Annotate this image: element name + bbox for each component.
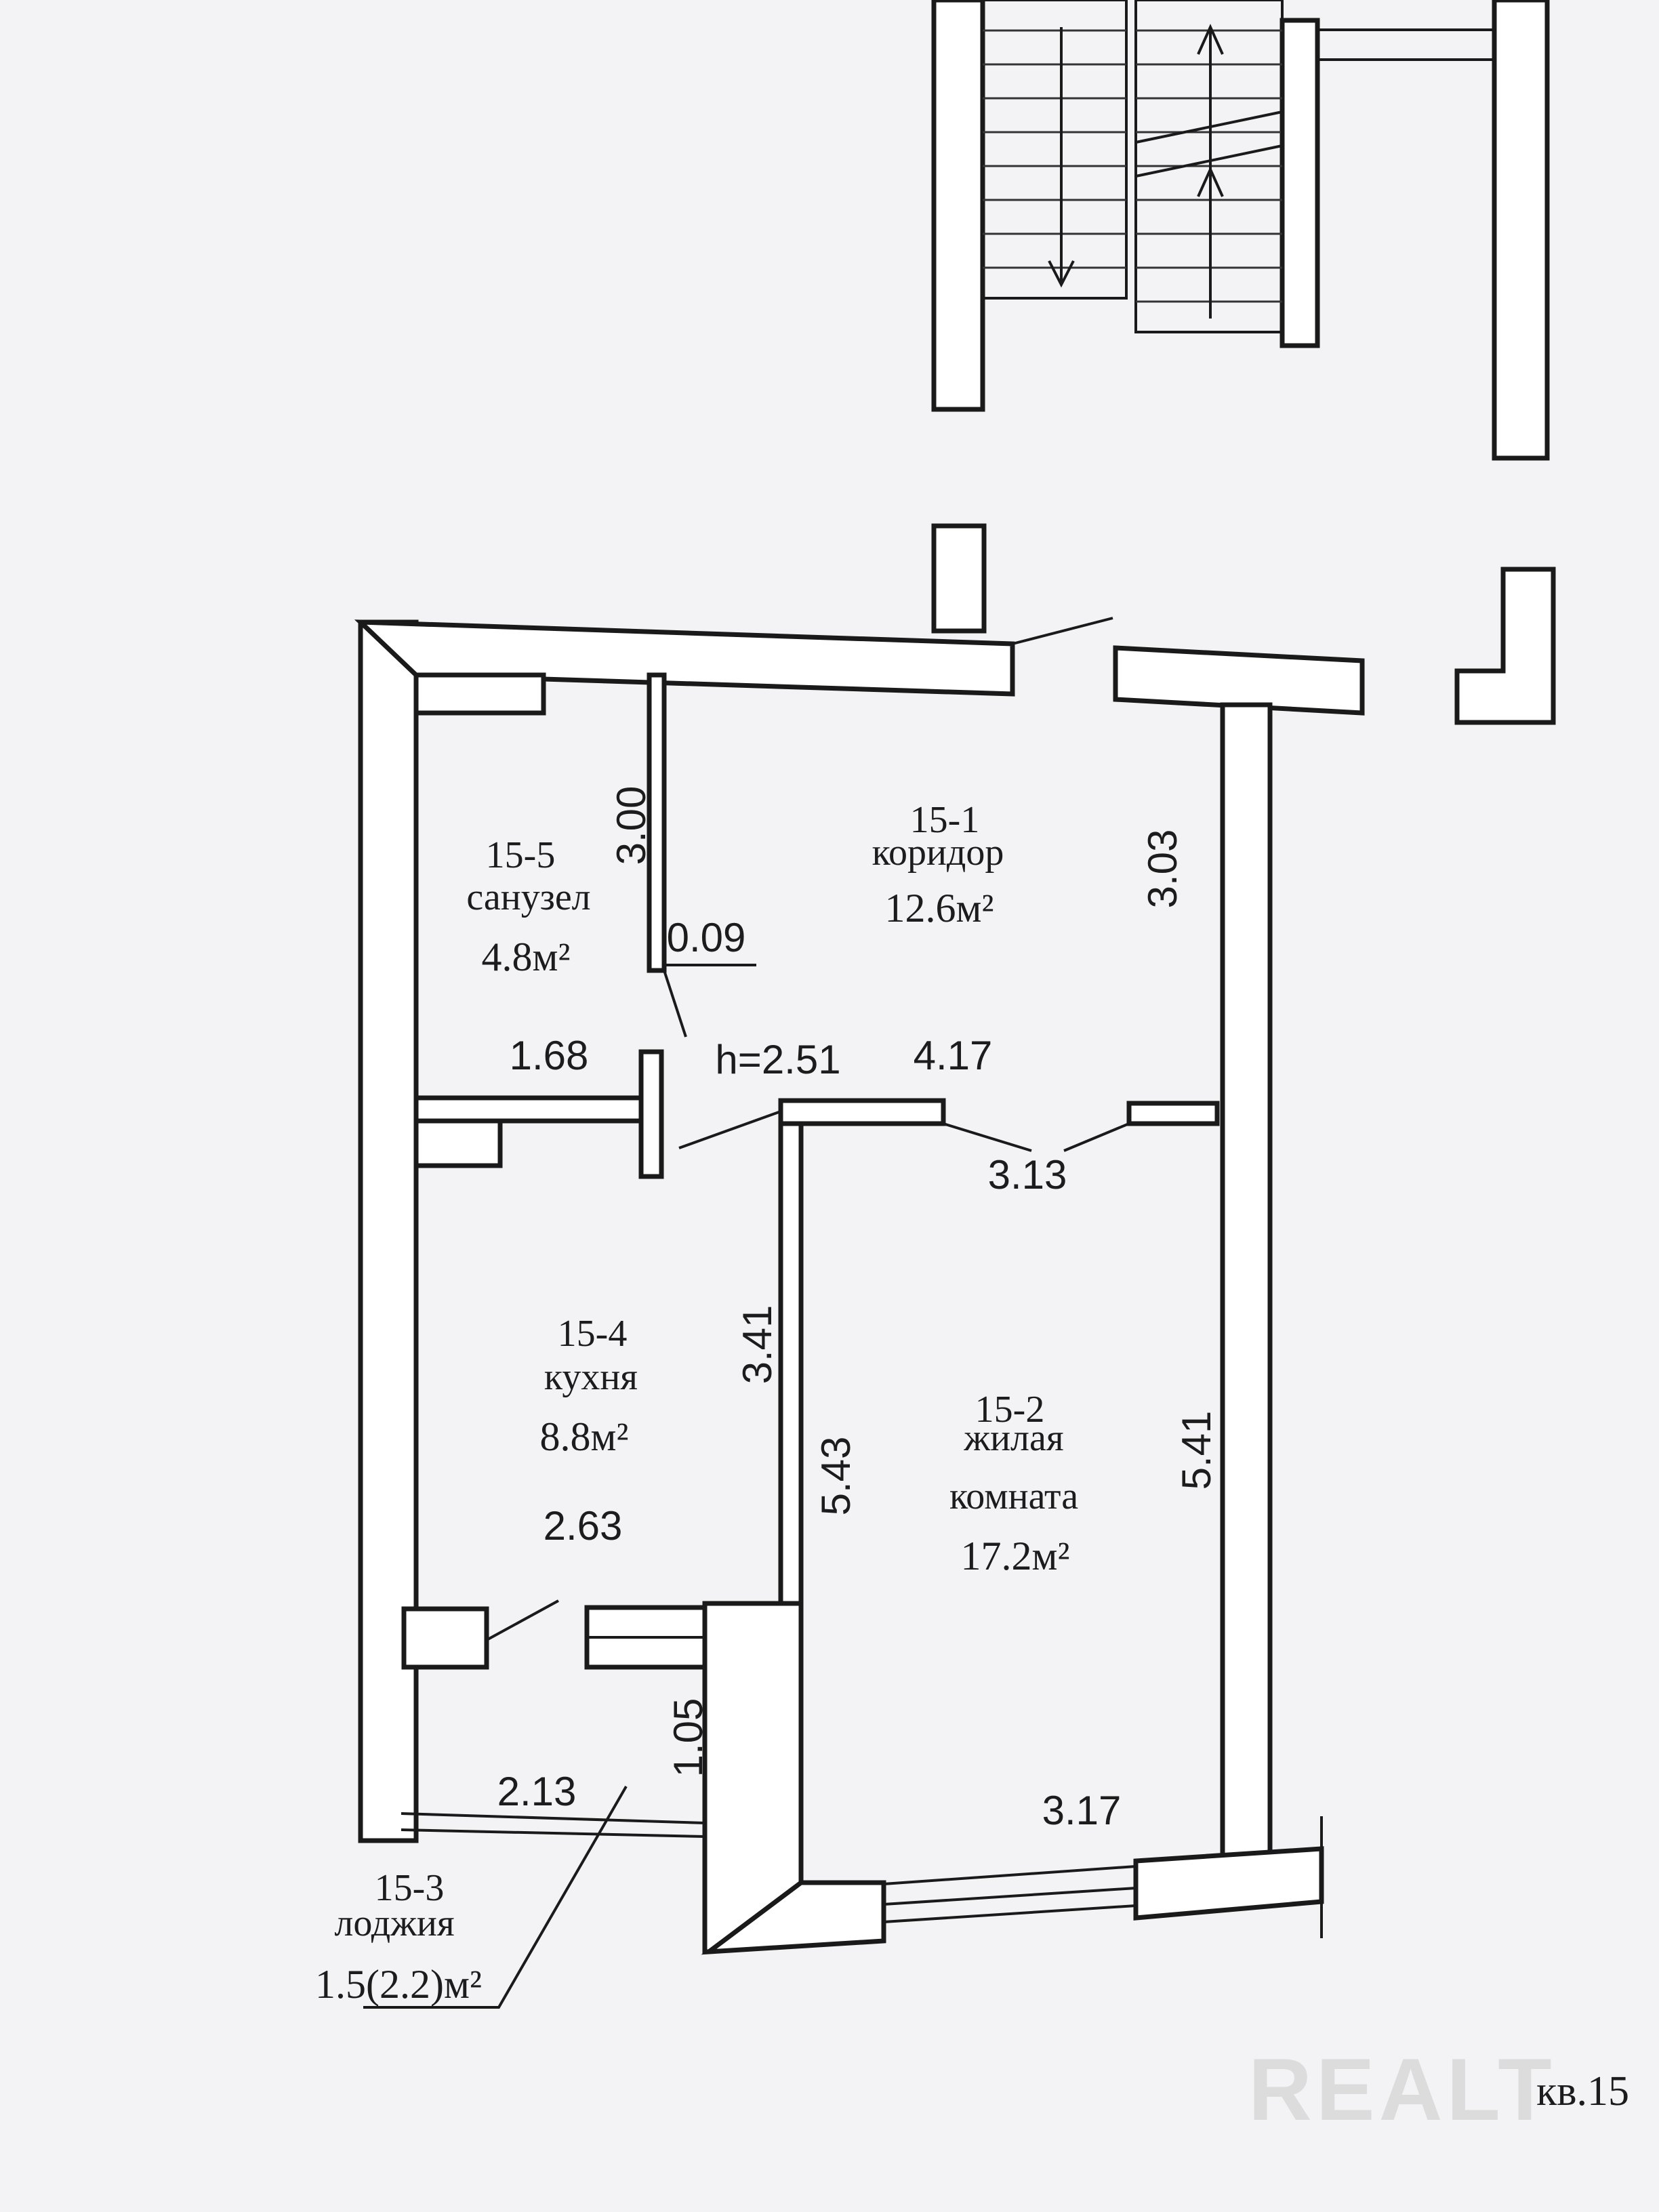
dim-2-13: 2.13 [497,1769,577,1814]
svg-text:15-5: 15-5 [486,834,556,876]
stair-arrow-down [1048,27,1075,288]
svg-text:1.5(2.2)м²: 1.5(2.2)м² [315,1962,482,2007]
dim-3-00: 3.00 [609,786,654,865]
bathroom-corridor-wall [647,672,667,973]
room-15-5: 15-5 санузел 4.8м² [466,834,590,979]
staircase [931,0,1550,461]
kitchen-niche [413,1118,503,1168]
stair-steps [983,29,1282,303]
svg-text:15-3: 15-3 [375,1867,445,1909]
dim-263-leader [486,1599,559,1641]
svg-text:жилая: жилая [963,1417,1063,1459]
corridor-room-wall-right [1126,1101,1220,1126]
svg-text:лоджия: лоджия [334,1902,454,1944]
svg-text:15-2: 15-2 [975,1389,1045,1431]
dim-3-03: 3.03 [1140,830,1185,909]
stair-wall-right [1492,0,1550,461]
dim-1-68: 1.68 [510,1033,589,1078]
entrance-door-swing [1012,617,1113,645]
dim-3-17: 3.17 [1042,1788,1122,1833]
svg-text:комната: комната [949,1475,1078,1517]
bathroom-kitchen-wall [413,1095,659,1124]
east-wall [1220,702,1273,1860]
stair-flight-down [981,0,1128,300]
dim-3-13: 3.13 [988,1152,1067,1197]
svg-text:4.8м²: 4.8м² [482,935,571,979]
room-door-swing-right [1063,1122,1130,1152]
dim-3-41: 3.41 [735,1305,780,1385]
loggia-window [401,1812,705,1838]
stair-wall-mid [1279,18,1320,348]
stair-break-band [1134,110,1284,178]
room-window [883,1865,1136,1923]
room-15-1: 15-1 коридор 12.6м² [872,799,1004,930]
apartment-number: кв.15 [1536,2068,1629,2114]
dim-5-41: 5.41 [1174,1411,1219,1490]
svg-text:15-4: 15-4 [558,1313,628,1355]
svg-text:17.2м²: 17.2м² [961,1534,1070,1578]
svg-text:12.6м²: 12.6м² [885,886,994,930]
room-15-4: 15-4 кухня 8.8м² [540,1313,638,1459]
svg-text:санузел: санузел [466,876,590,918]
dim-4-17: 4.17 [914,1033,993,1078]
svg-text:коридор: коридор [872,832,1004,874]
svg-text:15-1: 15-1 [910,799,980,841]
room-15-3: 15-3 лоджия 1.5(2.2)м² [315,1867,482,2007]
bathroom-door-swing [663,970,687,1038]
dim-0-09: 0.09 [667,915,746,960]
dim-1-05: 1.05 [665,1698,711,1778]
stair-arrow-up [1197,24,1224,319]
kitchen-door-jamb [638,1049,664,1179]
dim-5-43: 5.43 [813,1437,859,1516]
south-wall-east [1133,1846,1324,1921]
loggia-leader [363,1786,628,2009]
kitchen-room-wall [778,1121,804,1606]
room-door-swing-left [943,1122,1032,1152]
ceiling-height: h=2.51 [715,1037,840,1082]
stair-landing-rail [1316,28,1496,61]
kitchen-shaft [401,1606,489,1670]
corridor-wall-corner [1454,567,1556,725]
realt-watermark: REALT [1248,2040,1556,2139]
bathroom-niche [413,672,546,716]
stair-wall-left [931,0,985,412]
svg-text:8.8м²: 8.8м² [540,1414,629,1459]
kitchen-door-swing [678,1110,781,1149]
south-wall-west [701,1880,886,1955]
corridor-room-wall-left [778,1098,946,1126]
room-15-2: 15-2 жилая комната 17.2м² [949,1389,1078,1578]
corridor-wall-stub [931,523,987,634]
svg-text:кухня: кухня [544,1356,638,1398]
dim-2-63: 2.63 [544,1503,623,1549]
north-wall-east [1113,645,1365,716]
